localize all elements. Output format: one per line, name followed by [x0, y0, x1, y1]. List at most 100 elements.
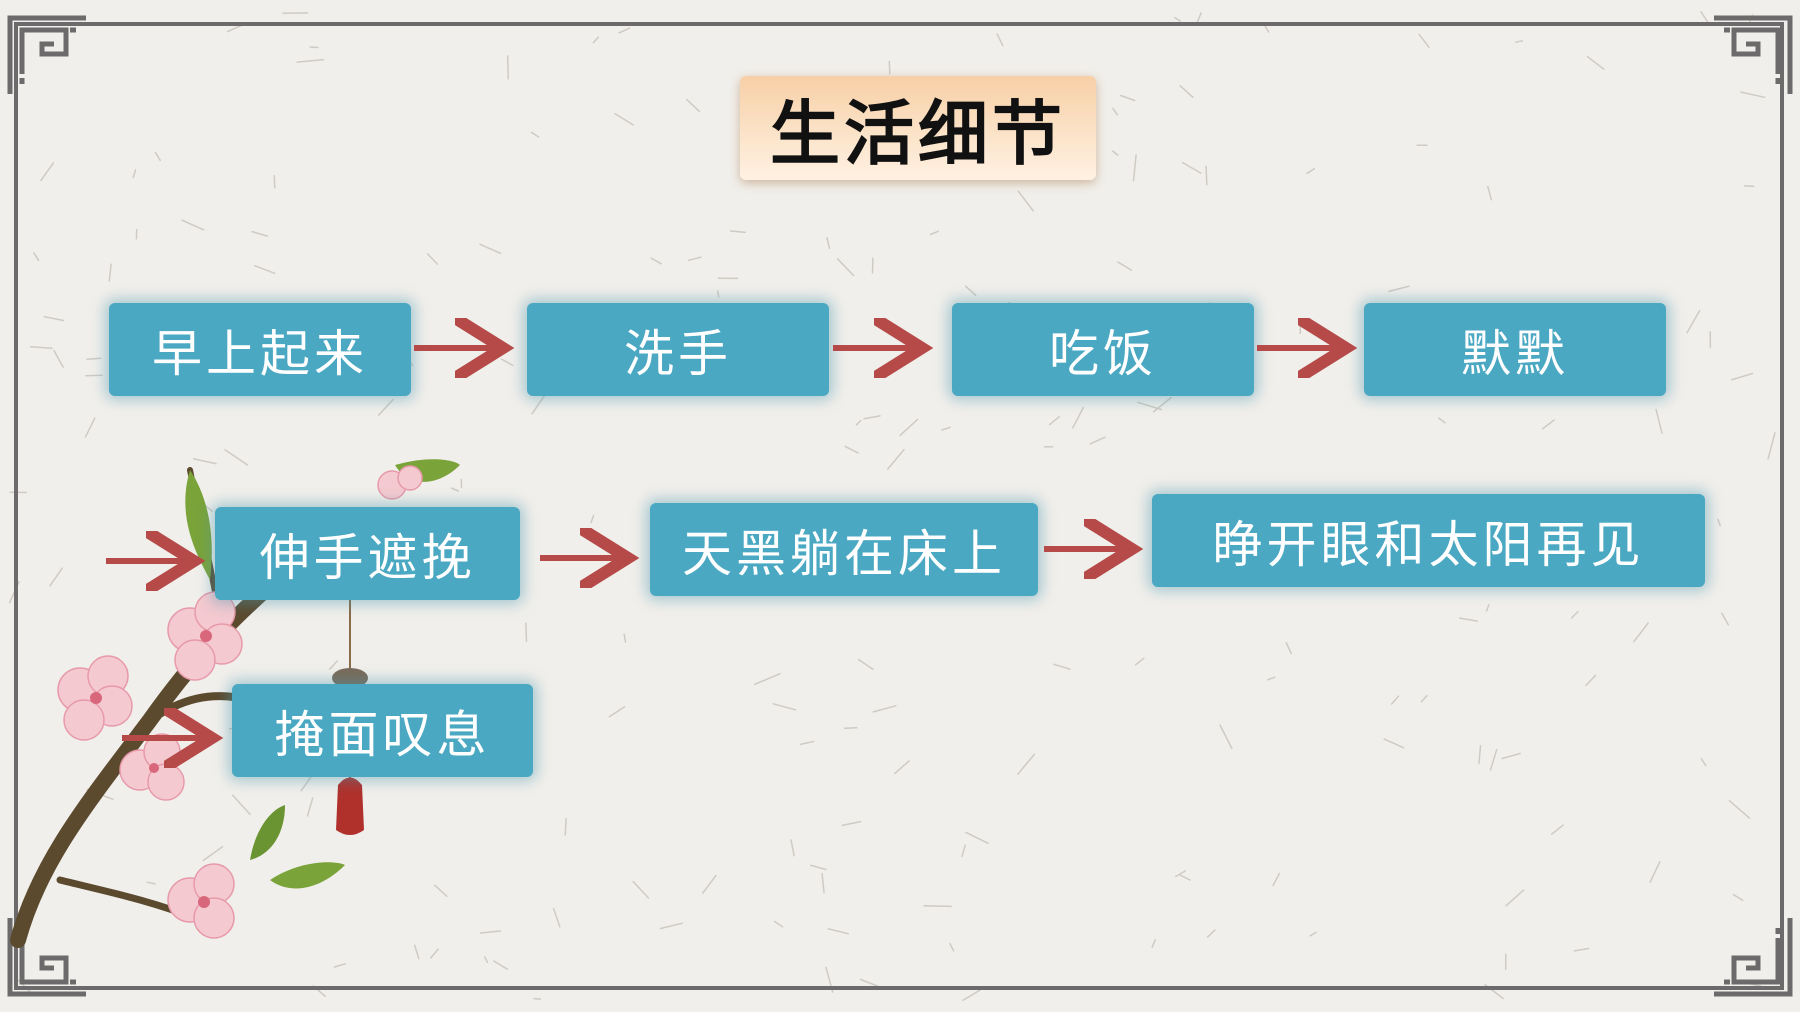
paper-fiber — [306, 797, 314, 817]
paper-fiber — [1585, 674, 1597, 687]
paper-fiber — [1179, 874, 1191, 881]
paper-fiber — [254, 264, 276, 275]
paper-fiber — [650, 257, 662, 265]
paper-fiber — [659, 922, 684, 930]
paper-fiber — [1717, 518, 1721, 527]
paper-fiber — [1541, 419, 1555, 430]
paper-fiber — [821, 872, 825, 894]
paper-fiber — [1700, 757, 1707, 767]
paper-fiber — [855, 419, 862, 426]
paper-fiber — [1017, 190, 1034, 212]
paper-fiber — [888, 60, 891, 75]
paper-fiber — [224, 449, 249, 466]
paper-fiber — [108, 263, 112, 282]
page-title-text: 生活细节 — [770, 91, 1066, 175]
paper-fiber — [154, 151, 161, 162]
paper-fiber — [530, 131, 540, 138]
paper-fiber — [1272, 872, 1281, 887]
paper-fiber — [132, 169, 137, 179]
paper-fiber — [1388, 285, 1410, 293]
paper-fiber — [1655, 408, 1663, 434]
paper-fiber — [1478, 744, 1482, 765]
paper-fiber — [929, 230, 939, 236]
paper-fiber — [1686, 309, 1701, 334]
paper-fiber — [53, 349, 64, 368]
paper-fiber — [552, 907, 561, 928]
paper-fiber — [1740, 91, 1766, 99]
corner-ornament-icon — [7, 15, 86, 94]
paper-fiber — [333, 963, 346, 968]
paper-fiber — [773, 920, 784, 928]
paper-fiber — [716, 290, 720, 298]
paper-fiber — [614, 112, 634, 126]
paper-fiber — [1767, 432, 1776, 460]
paper-fiber — [1501, 752, 1521, 760]
paper-fiber — [1089, 436, 1106, 445]
paper-fiber — [1459, 617, 1479, 622]
flow-node-lie-in-bed: 天黑躺在床上 — [650, 503, 1038, 596]
flow-node-wash-hands: 洗手 — [527, 303, 829, 396]
flow-node-label: 伸手遮挽 — [259, 528, 476, 587]
paper-fiber — [146, 881, 156, 885]
flow-node-reach-out: 伸手遮挽 — [215, 507, 520, 600]
paper-fiber — [1151, 938, 1157, 948]
paper-fiber — [1175, 870, 1187, 878]
flow-node-label: 掩面叹息 — [274, 705, 491, 764]
paper-fiber — [826, 236, 831, 250]
paper-fiber — [1285, 642, 1293, 655]
paper-fiber — [590, 514, 595, 524]
paper-fiber — [33, 252, 40, 262]
slide-frame — [14, 22, 1784, 990]
paper-fiber — [1649, 861, 1661, 883]
paper-fiber — [1112, 107, 1119, 116]
paper-fiber — [479, 930, 502, 934]
paper-fiber — [84, 417, 96, 438]
flow-node-label: 洗手 — [624, 324, 732, 383]
paper-fiber — [961, 844, 967, 858]
paper-fiber — [1309, 931, 1317, 937]
paper-fiber — [841, 820, 862, 827]
paper-fiber — [413, 944, 420, 960]
paper-fiber — [965, 831, 989, 845]
paper-fiber — [1206, 929, 1216, 938]
paper-fiber — [772, 703, 797, 711]
paper-fiber — [941, 426, 951, 431]
paper-fiber — [857, 658, 874, 670]
paper-fiber — [1119, 94, 1136, 102]
paper-fiber — [1017, 753, 1036, 775]
paper-fiber — [564, 818, 567, 836]
flow-node-label: 吃饭 — [1049, 324, 1157, 383]
paper-fiber — [484, 956, 489, 964]
paper-fiber — [1730, 372, 1754, 381]
paper-fiber — [1072, 406, 1085, 429]
paper-fiber — [328, 660, 339, 670]
paper-fiber — [296, 58, 325, 63]
paper-fiber — [1383, 738, 1405, 749]
paper-fiber — [1550, 824, 1564, 835]
paper-fiber — [685, 98, 701, 113]
paper-fiber — [377, 398, 394, 416]
paper-fiber — [872, 705, 897, 713]
paper-fiber — [836, 258, 855, 277]
flow-node-eat: 吃饭 — [952, 303, 1254, 396]
paper-fiber — [618, 27, 631, 34]
paper-fiber — [827, 928, 849, 935]
paper-fiber — [1570, 610, 1579, 619]
paper-fiber — [43, 315, 65, 322]
flow-node-get-up: 早上起来 — [109, 303, 411, 396]
paper-fiber — [790, 839, 795, 857]
paper-fiber — [949, 942, 955, 952]
paper-fiber — [1196, 12, 1202, 24]
paper-fiber — [894, 760, 910, 775]
paper-fiber — [1573, 947, 1590, 952]
paper-fiber — [434, 884, 448, 898]
paper-fiber — [1418, 33, 1430, 49]
paper-fiber — [1505, 889, 1525, 907]
paper-fiber — [632, 880, 650, 899]
paper-fiber — [1134, 657, 1145, 666]
paper-fiber — [863, 415, 881, 420]
paper-fiber — [29, 346, 53, 350]
page-title: 生活细节 — [740, 76, 1096, 180]
paper-fiber — [1132, 154, 1137, 182]
paper-fiber — [49, 567, 64, 587]
